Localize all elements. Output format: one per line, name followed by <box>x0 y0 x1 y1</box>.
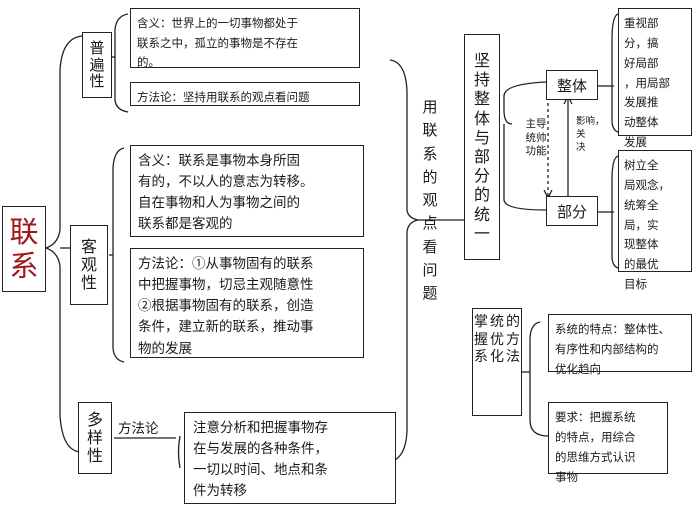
diversity-method: 注意分析和把握事物存 在与发展的各种条件， 一切以时间、地点和条 件为转移 <box>193 420 328 500</box>
root-node: 联 系 <box>2 206 46 292</box>
system-title-column: 的方法 <box>506 314 520 365</box>
part-label: 部分 <box>556 202 587 221</box>
brace-system <box>529 321 549 437</box>
system-features: 系统的特点：整体性、 有序性和内部结构的 优化趋向 <box>555 322 670 376</box>
part-desc-box: 树立全 局观念， 统筹全 局，实 现整体 的最优 目标 <box>618 150 692 291</box>
universal-meaning: 含义：世界上的一切事物都处于 联系之中，孤立的事物是不存在 的。 <box>137 16 298 70</box>
influence-label: 影响， 关 决 <box>576 116 605 153</box>
root-label: 联 系 <box>9 214 39 283</box>
brace-root <box>43 35 83 453</box>
system-title-column: 统优化 <box>490 314 504 365</box>
system-title: 掌握系统优化的方法 <box>473 314 521 410</box>
lead-function-label: 主导 统帅 功能 <box>525 118 547 158</box>
whole-desc-box: 重视部 分，搞 好局部 ，用局部 发展推 动整体 发展 <box>618 8 692 149</box>
objective-meaning: 含义：联系是事物本身所固 有的，不以人的意志为转移。 自在事物和人为事物之间的 … <box>138 153 314 233</box>
brace-center <box>387 59 419 463</box>
universal-method-box: 方法论：坚持用联系的观点看问题 <box>130 82 360 106</box>
system-requirement-box: 要求：把握系统 的特点，用综合 的思维方式认识 事物 <box>548 402 668 484</box>
universal-method: 方法论：坚持用联系的观点看问题 <box>137 90 310 104</box>
system-title-column: 掌握系 <box>474 314 488 365</box>
universal-meaning-box: 含义：世界上的一切事物都处于 联系之中，孤立的事物是不存在 的。 <box>130 8 360 70</box>
brace-objective <box>112 147 125 363</box>
system-features-box: 系统的特点：整体性、 有序性和内部结构的 优化趋向 <box>548 314 692 376</box>
wholepart-title: 坚 持 整 体 与 部 分 的 统 一 <box>473 51 490 243</box>
whole-desc: 重视部 分，搞 好局部 ，用局部 发展推 动整体 发展 <box>624 16 670 150</box>
objective-label: 客 观 性 <box>80 237 97 292</box>
diversity-node: 多 样 性 <box>78 402 112 474</box>
objective-method: 方法论：①从事物固有的联系 中把握事物，切忌主观随意性 ②根据事物固有的联系，创… <box>138 256 314 357</box>
center-label: 用 联 系 的 观 点 看 问 题 <box>422 98 438 302</box>
whole-box: 整体 <box>546 70 598 100</box>
objective-meaning-box: 含义：联系是事物本身所固 有的，不以人的意志为转移。 自在事物和人为事物之间的 … <box>130 145 364 237</box>
system-title-box: 掌握系统优化的方法 <box>472 308 522 416</box>
objective-method-box: 方法论：①从事物固有的联系 中把握事物，切忌主观随意性 ②根据事物固有的联系，创… <box>130 248 364 358</box>
diversity-method-box: 注意分析和把握事物存 在与发展的各种条件， 一切以时间、地点和条 件为转移 <box>184 412 396 504</box>
system-requirement: 要求：把握系统 的特点，用综合 的思维方式认识 事物 <box>555 410 636 484</box>
wholepart-title-box: 坚 持 整 体 与 部 分 的 统 一 <box>464 34 500 260</box>
objective-node: 客 观 性 <box>70 225 108 305</box>
brace-wholepart <box>503 81 547 125</box>
whole-label: 整体 <box>556 76 587 95</box>
part-desc: 树立全 局观念， 统筹全 局，实 现整体 的最优 目标 <box>624 158 670 292</box>
universal-node: 普 遍 性 <box>82 32 112 98</box>
diversity-method-label: 方法论 <box>118 421 159 437</box>
diversity-label: 多 样 性 <box>86 410 103 465</box>
universal-label: 普 遍 性 <box>89 38 105 91</box>
brace-universal <box>114 13 129 113</box>
part-box: 部分 <box>546 196 598 226</box>
